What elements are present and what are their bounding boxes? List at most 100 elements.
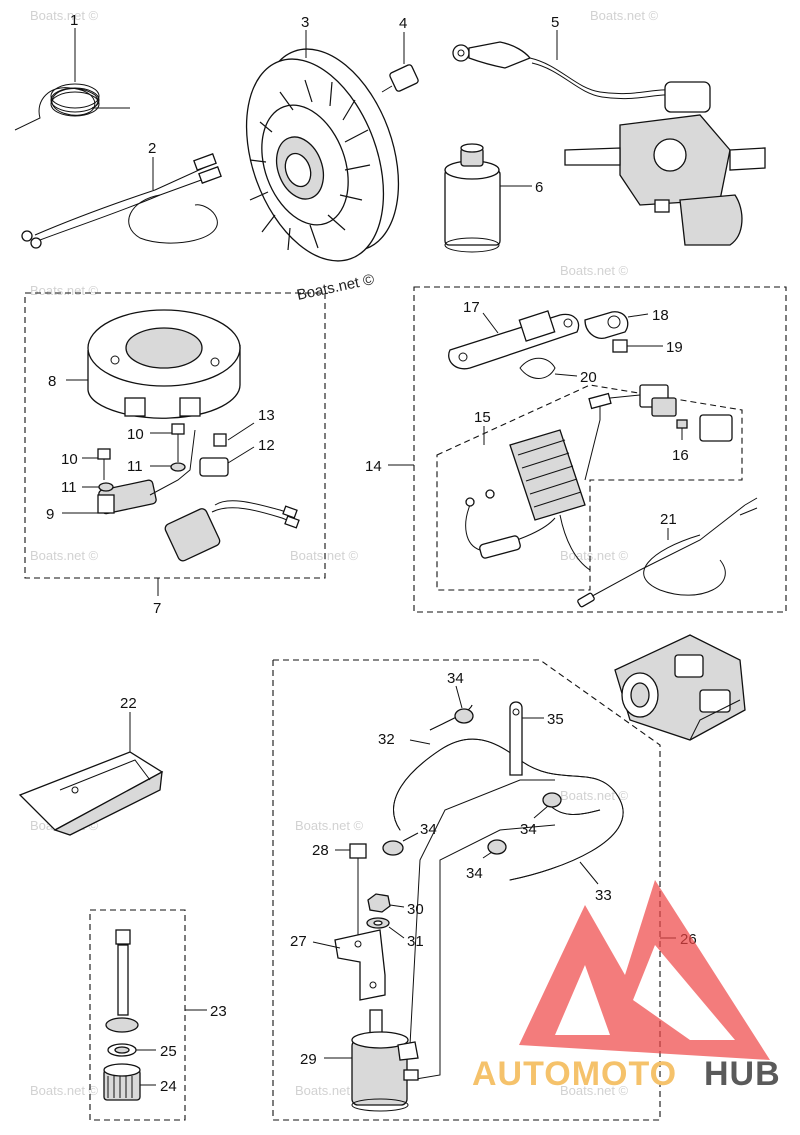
part-bracket-27	[334, 929, 386, 1001]
callout-8: 8	[48, 373, 56, 390]
callout-10b: 10	[61, 451, 78, 468]
callout-28: 28	[312, 842, 329, 859]
leader-line	[533, 805, 549, 819]
watermark: Boats.net ©	[590, 8, 659, 23]
callout-3: 3	[301, 14, 309, 31]
callout-11a: 11	[127, 458, 143, 475]
brand-word-a: AUTOMOTO	[472, 1055, 677, 1093]
part-rectifier-unit	[465, 392, 641, 571]
callout-12: 12	[258, 437, 275, 454]
part-spring	[14, 83, 130, 131]
callout-33: 33	[595, 887, 612, 904]
callout-27: 27	[290, 933, 307, 950]
part-bracket-35	[509, 701, 523, 776]
callout-34c: 34	[520, 821, 537, 838]
part-fuel-hoses	[393, 704, 624, 1081]
part-bolt-19	[612, 339, 640, 353]
callout-34b: 34	[420, 821, 437, 838]
watermark: Boats.net ©	[290, 548, 359, 563]
part-fuel-filter	[351, 1009, 419, 1112]
callout-25: 25	[160, 1043, 177, 1060]
leader-line	[455, 685, 463, 709]
callout-19: 19	[666, 339, 683, 356]
part-bolt-28	[349, 843, 367, 940]
leader-line	[312, 941, 341, 949]
part-charge-coil	[97, 429, 300, 562]
watermark: Boats.net ©	[30, 283, 99, 298]
callout-15: 15	[474, 409, 491, 426]
leader-line	[388, 926, 405, 939]
part-wire-lead	[21, 153, 222, 249]
watermark: Boats.net ©	[295, 1083, 364, 1098]
callout-20: 20	[580, 369, 597, 386]
callout-34d: 34	[466, 865, 483, 882]
watermark: Boats.net ©	[560, 788, 629, 803]
callout-34a: 34	[447, 670, 464, 687]
callout-31: 31	[407, 933, 424, 950]
callout-21: 21	[660, 511, 677, 528]
group-box-23	[89, 909, 186, 1121]
group-box-14	[413, 286, 787, 613]
watermark: Boats.net ©	[30, 8, 99, 23]
callout-6: 6	[535, 179, 543, 196]
part-filter-stem	[103, 929, 141, 1101]
leader-line	[482, 312, 499, 334]
brand-word-b: HUB	[704, 1055, 781, 1093]
callout-2: 2	[148, 140, 156, 157]
part-tool-pouch	[18, 751, 164, 836]
leader-line	[227, 446, 255, 464]
callout-35: 35	[547, 711, 564, 728]
part-connectors-16	[639, 384, 733, 442]
watermark: Boats.net ©	[560, 1083, 629, 1098]
leader-line	[579, 861, 599, 885]
logo-triangle-mark	[519, 880, 770, 1060]
callout-1: 1	[70, 12, 78, 29]
part-hose-clips	[382, 708, 562, 856]
callout-32: 32	[378, 731, 395, 748]
part-clip-20	[519, 357, 556, 379]
callout-5: 5	[551, 14, 559, 31]
part-carburetor	[614, 634, 746, 741]
part-nut-washer	[366, 893, 391, 929]
part-clamp-18	[584, 311, 629, 339]
leader-line	[627, 313, 649, 318]
watermark: Boats.net ©	[30, 1083, 99, 1098]
callout-11b: 11	[61, 479, 77, 496]
callout-22: 22	[120, 695, 137, 712]
leader-line	[389, 904, 405, 908]
callout-13: 13	[258, 407, 275, 424]
callout-7: 7	[153, 600, 161, 617]
callout-17: 17	[463, 299, 480, 316]
part-screws-washers	[97, 423, 227, 492]
leader-line	[554, 373, 578, 377]
leader-line	[227, 422, 255, 441]
watermark: Boats.net ©	[30, 548, 99, 563]
callout-30: 30	[407, 901, 424, 918]
callout-4: 4	[399, 15, 407, 32]
part-bracket-plate	[448, 310, 580, 370]
part-fuel-can	[444, 143, 501, 253]
leader-line	[402, 832, 419, 842]
watermark: Boats.net ©	[560, 548, 629, 563]
callout-24: 24	[160, 1078, 177, 1095]
group-box-7	[24, 292, 326, 579]
leader-line	[482, 851, 493, 859]
callout-16: 16	[672, 447, 689, 464]
part-wire-21	[577, 497, 758, 608]
callout-10a: 10	[127, 426, 144, 443]
brand-logo: AUTOMOTO HUB	[472, 880, 781, 1093]
part-stator-plate	[87, 309, 241, 419]
watermark: Boats.net ©	[560, 263, 629, 278]
part-flywheel	[245, 48, 400, 262]
part-valve-assembly	[452, 41, 766, 246]
leader-line	[409, 739, 431, 745]
watermark: Boats.net ©	[295, 818, 364, 833]
callout-14: 14	[365, 458, 382, 475]
watermark-dark: Boats.net ©	[295, 271, 375, 304]
subgroup-box-15	[436, 384, 743, 591]
callout-9: 9	[46, 506, 54, 523]
callout-29: 29	[300, 1051, 317, 1068]
part-plug-fitting	[381, 64, 419, 93]
callout-18: 18	[652, 307, 669, 324]
